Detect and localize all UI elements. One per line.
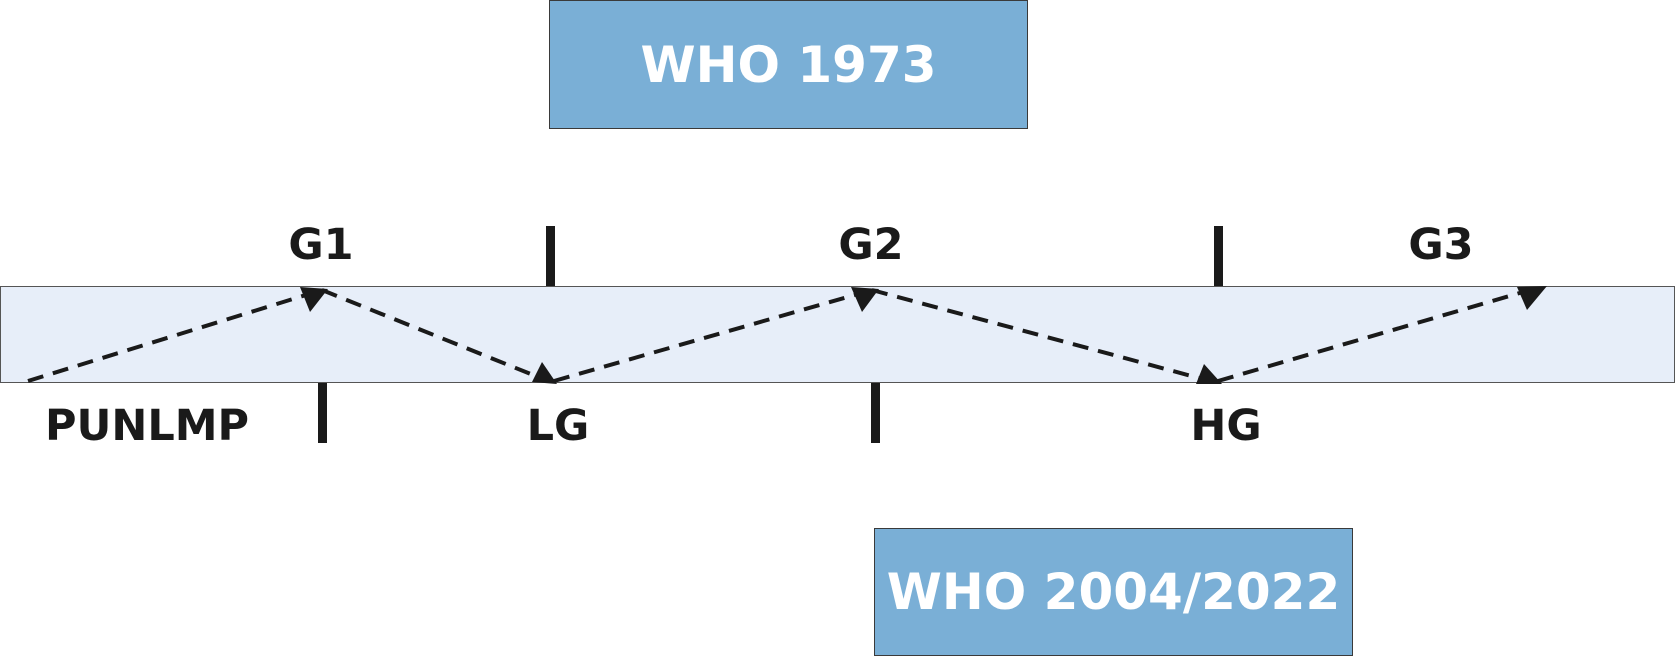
- arrowhead-lg: [532, 362, 557, 384]
- arrowhead-g3: [1517, 286, 1547, 310]
- arrow-g2-to-hg: [871, 288, 1211, 383]
- grade-label-g2: G2: [838, 220, 904, 270]
- upper-boundary-tick-2: [1214, 226, 1223, 286]
- grade-label-punlmp: PUNLMP: [44, 401, 250, 451]
- who-2004-2022-label: WHO 2004/2022: [886, 563, 1341, 621]
- arrowhead-hg: [1196, 364, 1222, 384]
- arrow-g1-to-lg: [321, 288, 549, 383]
- lower-boundary-tick-2: [871, 383, 880, 443]
- grade-label-hg: HG: [1190, 401, 1262, 451]
- arrowhead-g1: [300, 287, 328, 312]
- arrow-hg-to-g3: [1217, 288, 1531, 383]
- grade-continuum-band: [0, 286, 1675, 383]
- who-1973-box: WHO 1973: [549, 0, 1028, 129]
- upper-boundary-tick-1: [546, 226, 555, 286]
- arrowhead-g2: [851, 287, 879, 312]
- arrow-punlmp-to-g1: [27, 288, 323, 383]
- arrow-lg-to-g2: [553, 288, 873, 383]
- grade-label-g3: G3: [1408, 220, 1474, 270]
- lower-boundary-tick-1: [318, 383, 327, 443]
- who-2004-2022-box: WHO 2004/2022: [874, 528, 1353, 656]
- grade-label-g1: G1: [288, 220, 354, 270]
- who-1973-label: WHO 1973: [640, 35, 937, 94]
- grade-label-lg: LG: [526, 401, 590, 451]
